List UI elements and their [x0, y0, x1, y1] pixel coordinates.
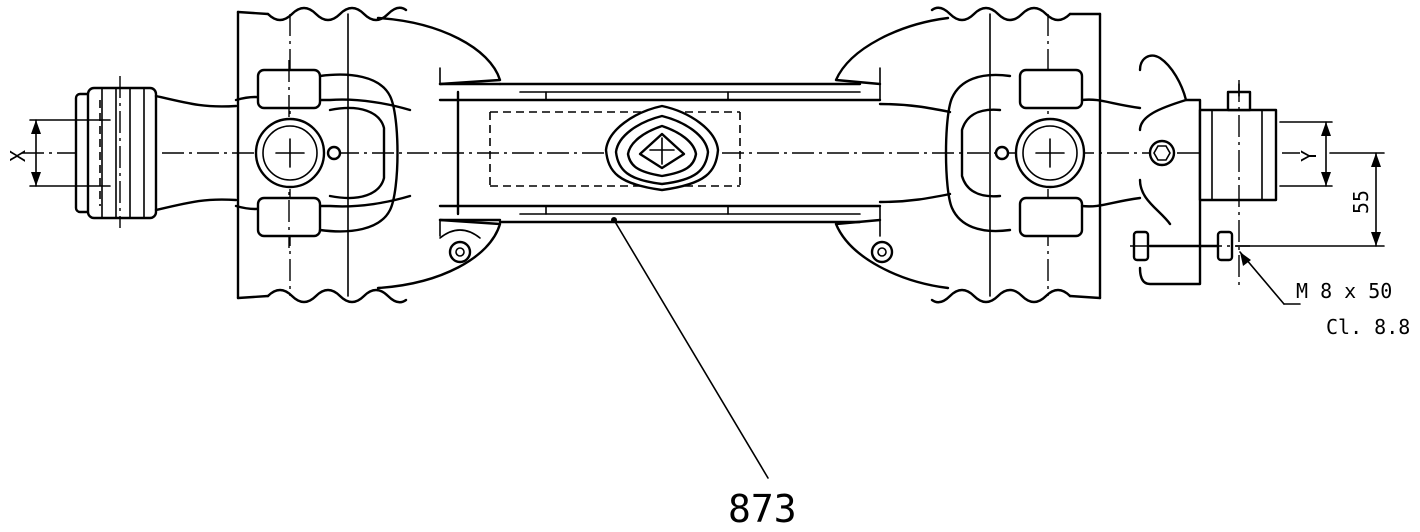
dimension-x-label: X — [6, 150, 30, 162]
profile-section — [604, 104, 720, 192]
dimension-y: Y — [1279, 121, 1333, 187]
part-leader: 873 — [611, 217, 797, 531]
telescopic-tubes — [438, 82, 882, 224]
left-universal-joint — [234, 60, 412, 248]
dimension-55-label: 55 — [1349, 190, 1373, 214]
part-number-label: 873 — [728, 487, 797, 531]
right-universal-joint — [878, 68, 1142, 238]
bolt-spec-line1: M 8 x 50 — [1296, 279, 1392, 303]
bolt-spec-line2: Cl. 8.8 — [1326, 315, 1410, 339]
right-flange — [1130, 54, 1278, 286]
dimension-x: X — [6, 119, 111, 187]
dimension-55: 55 — [1235, 152, 1385, 247]
bolt-callout: M 8 x 50 Cl. 8.8 — [1239, 251, 1410, 339]
dimension-y-label: Y — [1297, 150, 1321, 162]
left-hub — [74, 76, 238, 228]
